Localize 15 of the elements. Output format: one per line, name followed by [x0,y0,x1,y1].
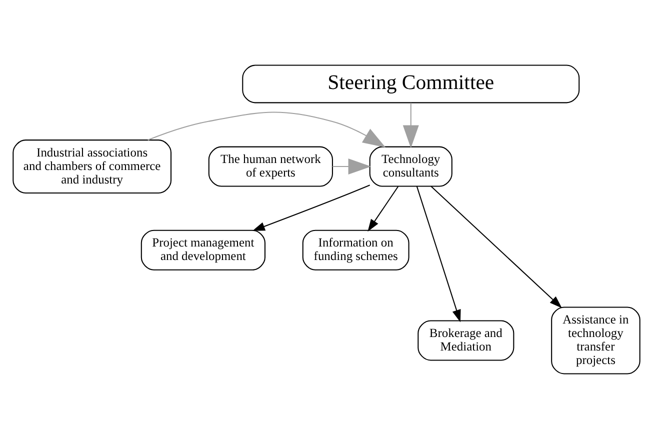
node-box: Industrial associations and chambers of commerce and industry [12,139,172,194]
node-box: Project management and development [140,229,265,270]
arrow [332,158,371,174]
arrow [252,184,370,230]
arrow [147,111,386,147]
node-box: Steering Committee [242,64,580,103]
arrow [430,185,562,308]
arrow [416,186,460,322]
arrow [367,186,398,232]
node-box: The human network of experts [208,146,332,186]
node-box: Technology consultants [368,146,452,186]
node-box: Information on funding schemes [302,229,409,270]
node-box: Assistance in technology transfer projects [550,306,640,374]
node-box: Brokerage and Mediation [417,320,514,360]
arrow [402,102,418,148]
